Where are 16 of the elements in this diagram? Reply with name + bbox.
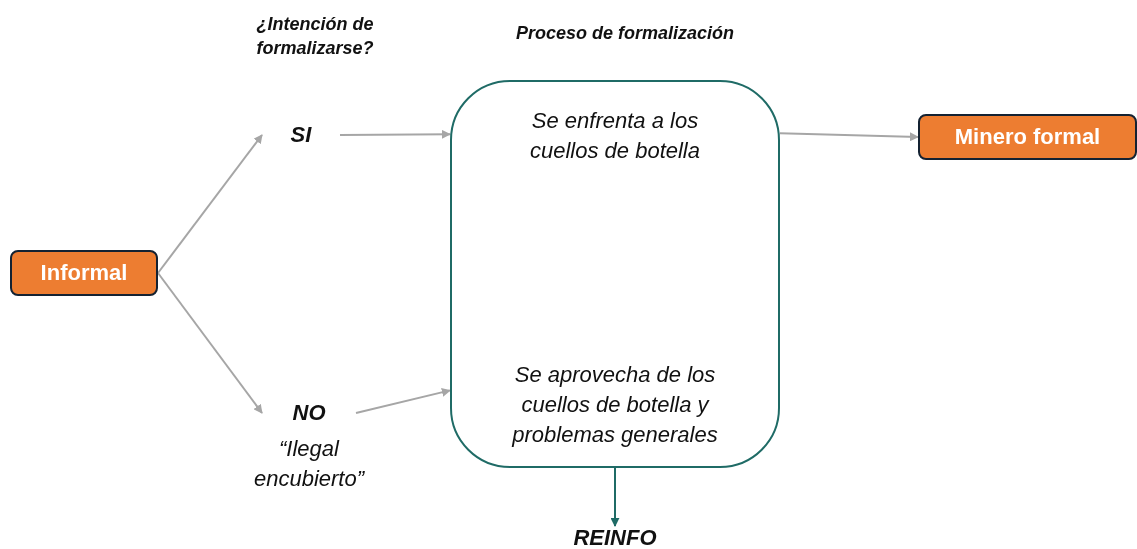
box-text: Se aprovecha de los cuellos de botella y problemas generales — [510, 361, 719, 449]
process-box: Informal — [10, 250, 158, 296]
arrow — [339, 129, 451, 139]
arrow — [157, 134, 263, 274]
arrow — [610, 467, 620, 527]
column-heading: Proceso de formalización — [514, 22, 736, 45]
branch-label: SI — [262, 118, 340, 152]
process-box: Minero formal — [918, 114, 1137, 160]
node-caption: “Ilegal encubierto” — [252, 435, 366, 493]
column-heading: ¿Intención de formalizarse? — [255, 13, 375, 60]
arrow — [779, 132, 919, 142]
outcome-label: REINFO — [560, 526, 670, 549]
arrow — [157, 272, 263, 414]
rounded-process-box — [450, 80, 780, 468]
box-text: Se enfrenta a los cuellos de botella — [529, 107, 701, 165]
arrow — [355, 387, 451, 414]
